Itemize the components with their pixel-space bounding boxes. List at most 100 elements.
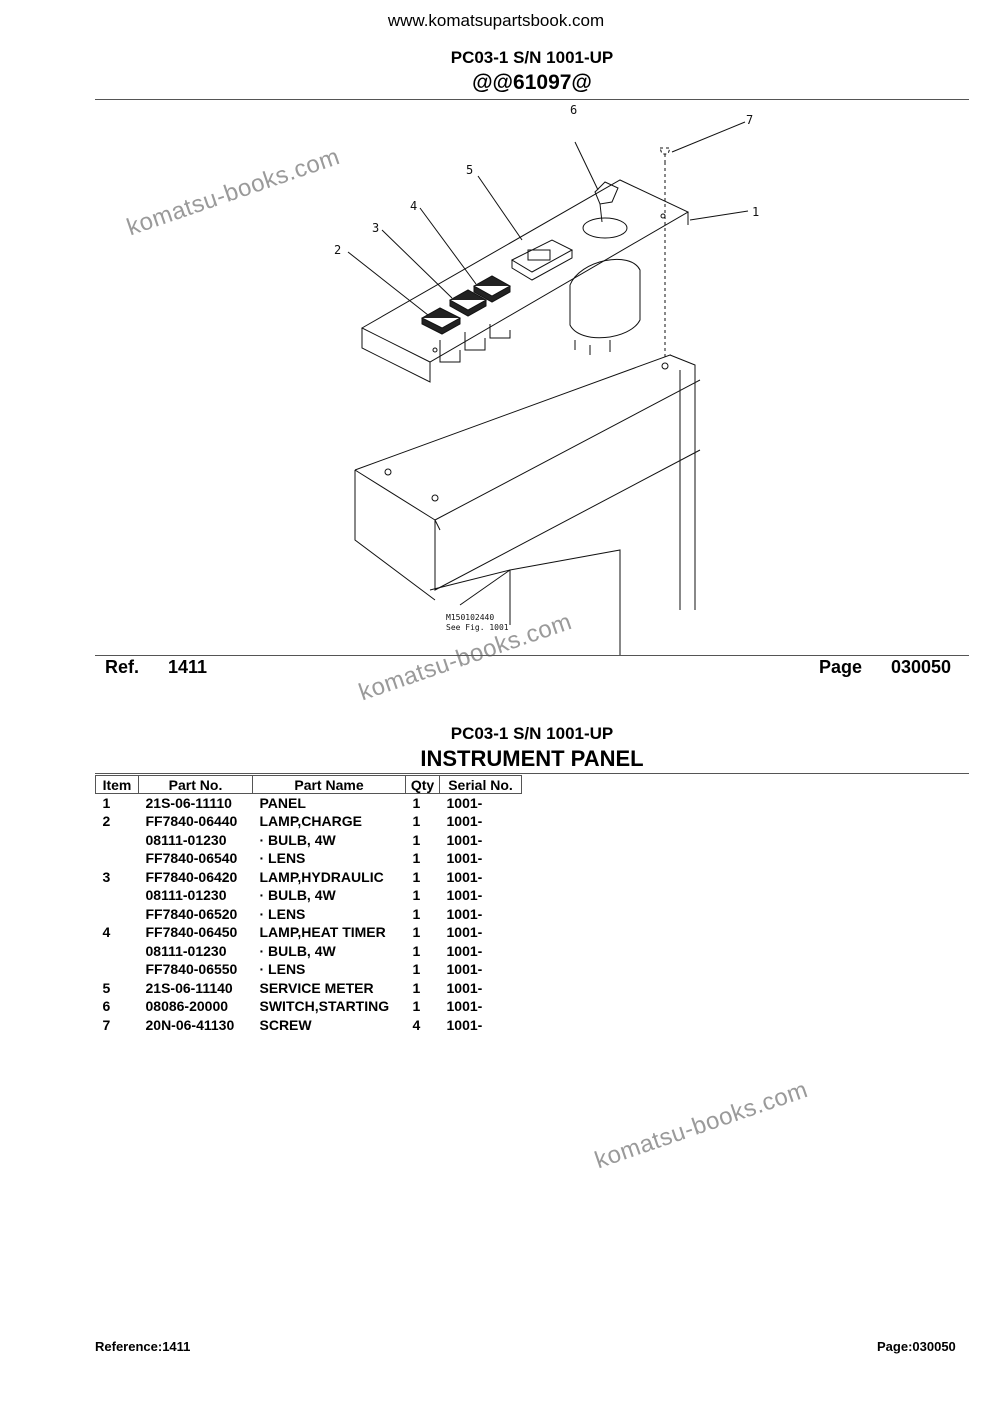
- item-cell: 7: [102, 1016, 111, 1033]
- callout-3: 3: [372, 221, 379, 235]
- table-row: 08111-01230 · BULB, 4W 1 1001-: [96, 831, 522, 850]
- item-cell: [96, 886, 139, 905]
- serial-cell: 1001-: [446, 1016, 483, 1033]
- serial-cell: 1001-: [446, 961, 483, 978]
- table-row: 08111-01230 · BULB, 4W 1 1001-: [96, 886, 522, 905]
- serial-cell: 1001-: [446, 924, 483, 941]
- housing-outline: [354, 354, 701, 610]
- meter-window: [527, 249, 551, 261]
- part-name-cell: · LENS: [259, 905, 306, 922]
- watermark: komatsu-books.com: [591, 1076, 812, 1175]
- leader-7: [671, 121, 746, 153]
- plate-hole-2: [660, 213, 666, 219]
- part-number-cell: FF7840-06550: [145, 961, 238, 978]
- qty-cell: 1: [412, 831, 421, 848]
- serial-cell: 1001-: [446, 887, 483, 904]
- serial-cell: 1001-: [446, 942, 483, 959]
- callout-2: 2: [334, 243, 341, 257]
- section-title: INSTRUMENT PANEL: [420, 746, 644, 771]
- qty-cell: 1: [412, 924, 421, 941]
- lamp-3-body: [448, 289, 488, 317]
- part-number-cell: 08111-01230: [145, 831, 227, 848]
- page-label: Page: [819, 657, 863, 677]
- leader-4: [419, 207, 477, 285]
- leader-6: [574, 141, 599, 191]
- part-name-cell: · BULB, 4W: [259, 887, 336, 904]
- page-value: 030050: [891, 657, 952, 677]
- serial-cell: 1001-: [446, 850, 483, 867]
- part-name-cell: SWITCH,STARTING: [259, 998, 390, 1015]
- qty-cell: 1: [412, 905, 421, 922]
- housing-hole-1: [384, 468, 392, 476]
- column-header: Part No.: [138, 775, 253, 794]
- item-cell: 5: [102, 979, 111, 996]
- footer-reference: Reference:1411: [95, 1339, 191, 1354]
- qty-cell: 1: [412, 979, 421, 996]
- callout-7: 7: [746, 113, 753, 127]
- serial-cell: 1001-: [446, 831, 483, 848]
- serial-cell: 1001-: [446, 998, 483, 1015]
- lamp-4-body: [472, 275, 512, 303]
- leader-3: [381, 229, 453, 299]
- column-header: Part Name: [252, 775, 406, 794]
- serial-cell: 1001-: [446, 795, 483, 811]
- part-name-cell: LAMP,HEAT TIMER: [259, 924, 386, 941]
- part-name-cell: · BULB, 4W: [259, 942, 336, 959]
- switch-body: [569, 258, 641, 355]
- leader-2: [347, 251, 429, 316]
- switch-bezel: [582, 217, 628, 239]
- footer-page: Page:030050: [877, 1339, 956, 1354]
- item-cell: 2: [102, 813, 111, 830]
- part-name-cell: LAMP,CHARGE: [259, 813, 362, 830]
- part-number-cell: 08111-01230: [145, 887, 227, 904]
- part-name-cell: · LENS: [259, 961, 306, 978]
- part-number-cell: FF7840-06440: [145, 813, 238, 830]
- drawing-note-code: M150102440: [446, 613, 494, 622]
- parts-diagram: 1 2 3 4 5 6 7 M150102440 See Fig. 1001: [334, 103, 759, 655]
- housing-hole-2: [431, 494, 439, 502]
- column-header: Qty: [405, 775, 440, 794]
- housing-body: [354, 370, 681, 655]
- qty-cell: 1: [412, 868, 421, 885]
- item-cell: [96, 942, 139, 961]
- item-cell: [96, 960, 139, 979]
- part-name-cell: · BULB, 4W: [259, 831, 336, 848]
- part-name-cell: SCREW: [259, 1016, 312, 1033]
- part-number-cell: FF7840-06450: [145, 924, 238, 941]
- ref-value: 1411: [168, 657, 208, 677]
- column-header: Item: [95, 775, 139, 794]
- ref-divider: [95, 655, 969, 656]
- part-name-cell: LAMP,HYDRAULIC: [259, 868, 384, 885]
- item-cell: 1: [102, 795, 111, 811]
- part-number-cell: 21S-06-11140: [145, 979, 233, 996]
- item-cell: 3: [102, 868, 111, 885]
- site-url: www.komatsupartsbook.com: [387, 11, 605, 30]
- part-name-cell: SERVICE METER: [259, 979, 374, 996]
- part-name-cell: · LENS: [259, 850, 306, 867]
- screw: [659, 147, 671, 360]
- qty-cell: 1: [412, 850, 421, 867]
- serial-cell: 1001-: [446, 868, 483, 885]
- housing-hole-3: [661, 362, 669, 370]
- qty-cell: 4: [412, 1016, 421, 1033]
- service-meter: [510, 239, 574, 281]
- illustration-code: @@61097@: [472, 71, 592, 94]
- table-header-row: Item Part No. Part Name Qty Serial No.: [95, 775, 522, 794]
- qty-cell: 1: [412, 795, 421, 811]
- serial-cell: 1001-: [446, 905, 483, 922]
- item-cell: [96, 905, 139, 924]
- item-cell: [96, 831, 139, 850]
- part-number-cell: 08086-20000: [145, 998, 229, 1015]
- serial-cell: 1001-: [446, 979, 483, 996]
- ref-label: Ref.: [105, 657, 140, 677]
- callout-6: 6: [570, 103, 577, 117]
- qty-cell: 1: [412, 887, 421, 904]
- callout-1: 1: [752, 205, 759, 219]
